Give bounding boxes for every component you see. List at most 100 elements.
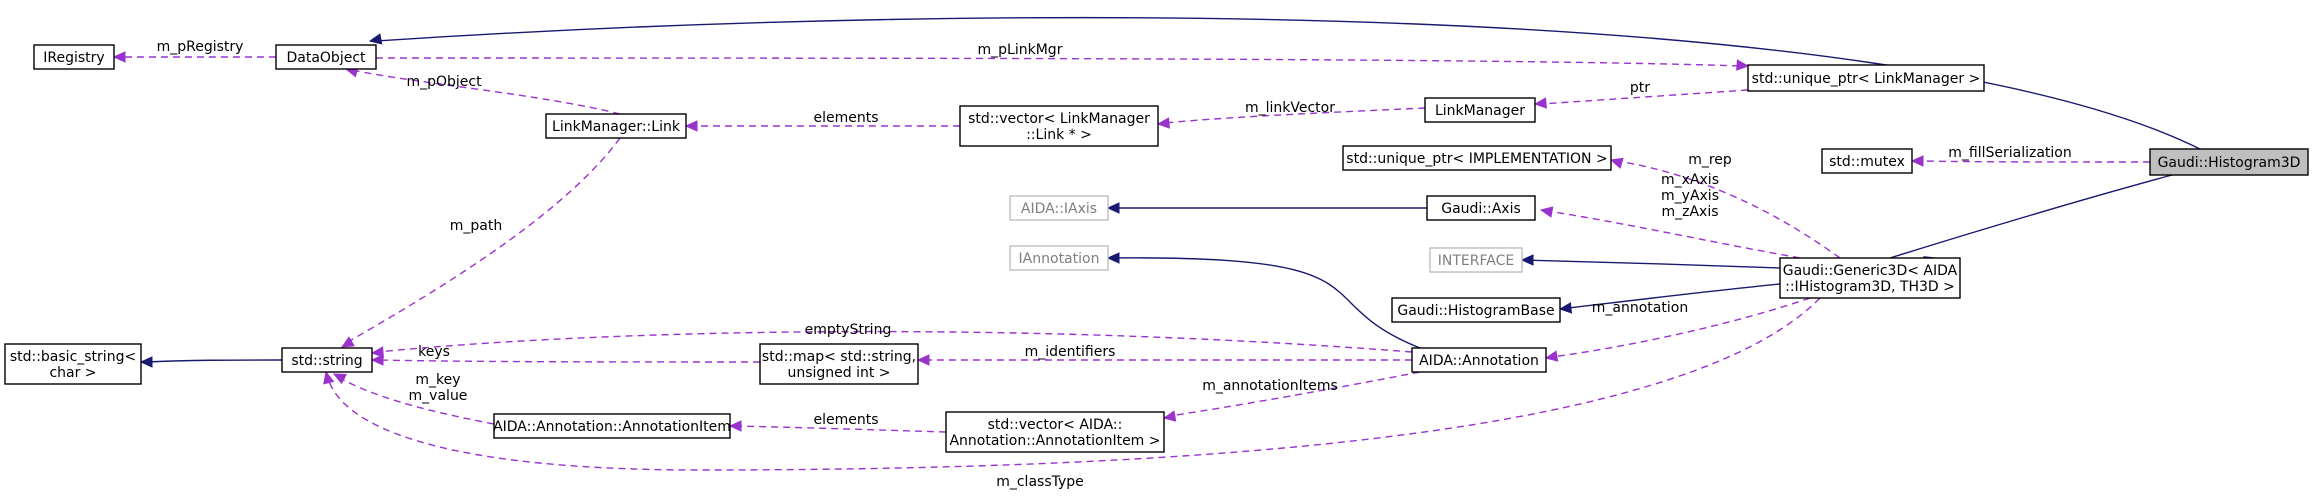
edge-label: elements xyxy=(813,110,878,126)
edge-line xyxy=(1551,297,1811,358)
edge-std-string-to-aida-annotation xyxy=(370,330,1413,358)
node-box[interactable] xyxy=(959,105,1159,147)
arrow-head-icon xyxy=(1156,117,1170,129)
edge-iannotation-to-aida-annotation xyxy=(1106,252,1421,349)
node-label-line: LinkManager xyxy=(1435,103,1525,119)
edge-label-line: m_classType xyxy=(996,474,1084,490)
arrow-head-icon xyxy=(1539,206,1554,218)
node-box[interactable] xyxy=(1779,257,1961,299)
edge-data-object-to-linkmanager-link xyxy=(344,66,621,115)
node-std-map[interactable]: std::map< std::string,unsigned int > xyxy=(759,343,919,385)
node-iannotation[interactable]: IAnnotation xyxy=(1009,245,1109,271)
arrow-head-icon xyxy=(1533,97,1547,109)
node-label: LinkManager::Link xyxy=(552,119,681,135)
node-label-line: unsigned int > xyxy=(787,365,890,381)
node-box[interactable] xyxy=(33,44,115,70)
node-linkmanager-link[interactable]: LinkManager::Link xyxy=(545,113,687,139)
arrow-head-icon xyxy=(1520,254,1534,266)
edge-label: m_classType xyxy=(996,474,1084,490)
node-link-manager[interactable]: LinkManager xyxy=(1424,97,1536,123)
node-std-string[interactable]: std::string xyxy=(281,347,373,373)
node-box[interactable] xyxy=(1426,195,1536,221)
arrow-head-icon xyxy=(728,420,742,432)
node-label-line: INTERFACE xyxy=(1438,253,1514,269)
node-gaudi-generic3d[interactable]: Gaudi::Generic3D< AIDA::IHistogram3D, TH… xyxy=(1779,257,1961,299)
node-data-object[interactable]: DataObject xyxy=(275,44,377,70)
node-histogram-base[interactable]: Gaudi::HistogramBase xyxy=(1391,297,1561,323)
node-label: AIDA::Annotation xyxy=(1419,353,1539,369)
edge-histogram-base-to-gaudi-generic3d xyxy=(1558,283,1781,314)
node-label-line: DataObject xyxy=(286,50,366,66)
node-gaudi-histogram3d[interactable]: Gaudi::Histogram3D xyxy=(2149,148,2309,176)
node-box[interactable] xyxy=(1009,245,1109,271)
edge-label: m_pObject xyxy=(406,74,482,90)
node-iregistry[interactable]: IRegistry xyxy=(33,44,115,70)
node-unique-ptr-impl[interactable]: std::unique_ptr< IMPLEMENTATION > xyxy=(1342,145,1612,171)
node-box[interactable] xyxy=(1821,148,1913,174)
edge-vector-annotation-item-to-aida-annotation xyxy=(1162,371,1421,422)
edge-aida-iaxis-to-gaudi-axis xyxy=(1106,202,1427,214)
edge-label-line: m_linkVector xyxy=(1245,100,1335,116)
node-label-line: Gaudi::Axis xyxy=(1441,201,1521,217)
arrow-head-icon xyxy=(1910,155,1924,167)
edge-label-line: ptr xyxy=(1630,80,1650,96)
node-aida-annotation[interactable]: AIDA::Annotation xyxy=(1411,347,1547,373)
edge-line xyxy=(1889,174,2173,259)
node-box[interactable] xyxy=(545,113,687,139)
arrow-head-icon xyxy=(370,346,384,358)
node-box[interactable] xyxy=(493,413,731,439)
node-interface[interactable]: INTERFACE xyxy=(1429,247,1523,273)
edge-label-line: keys xyxy=(418,344,450,360)
node-box[interactable] xyxy=(4,343,142,385)
node-box[interactable] xyxy=(1747,64,1985,92)
node-box[interactable] xyxy=(1342,145,1612,171)
edge-label: ptr xyxy=(1630,80,1650,96)
node-gaudi-axis[interactable]: Gaudi::Axis xyxy=(1426,195,1536,221)
edge-line xyxy=(1559,283,1781,310)
edge-label: keys xyxy=(418,344,450,360)
node-box[interactable] xyxy=(1411,347,1547,373)
node-box[interactable] xyxy=(275,44,377,70)
node-label-line: Gaudi::HistogramBase xyxy=(1397,303,1554,319)
node-vector-annotation-item[interactable]: std::vector< AIDA::Annotation::Annotatio… xyxy=(945,411,1165,453)
node-box[interactable] xyxy=(1391,297,1561,323)
edge-label-line: m_zAxis xyxy=(1661,204,1718,220)
node-box[interactable] xyxy=(945,411,1165,453)
node-label: std::unique_ptr< LinkManager > xyxy=(1752,71,1981,87)
edge-line xyxy=(1610,159,1841,259)
node-box[interactable] xyxy=(1009,195,1109,221)
edge-vector-link-to-link-manager xyxy=(1156,107,1426,129)
edge-interface-to-gaudi-generic3d xyxy=(1520,254,1781,269)
node-vector-link[interactable]: std::vector< LinkManager::Link * > xyxy=(959,105,1159,147)
edge-label-line: m_key xyxy=(415,372,460,388)
node-label-line: ::Link * > xyxy=(1026,127,1092,143)
edge-line xyxy=(339,377,495,425)
edge-label: m_linkVector xyxy=(1245,100,1335,116)
edge-label: m_identifiers xyxy=(1025,344,1116,360)
node-std-mutex[interactable]: std::mutex xyxy=(1821,148,1913,174)
node-box[interactable] xyxy=(1424,97,1536,123)
node-unique-ptr-linkmanager[interactable]: std::unique_ptr< LinkManager > xyxy=(1747,64,1985,92)
node-box[interactable] xyxy=(1429,247,1523,273)
node-label-line: std::map< std::string, xyxy=(762,349,916,365)
node-box[interactable] xyxy=(759,343,919,385)
node-box[interactable] xyxy=(2149,148,2309,176)
node-basic-string[interactable]: std::basic_string<char > xyxy=(4,343,142,385)
edge-label: elements xyxy=(813,412,878,428)
arrow-head-icon xyxy=(323,370,335,385)
edge-line xyxy=(1107,257,1421,349)
edge-line xyxy=(347,137,621,343)
node-aida-iaxis[interactable]: AIDA::IAxis xyxy=(1009,195,1109,221)
node-annotation-item[interactable]: AIDA::Annotation::AnnotationItem xyxy=(493,413,731,439)
edge-label: m_path xyxy=(450,218,502,234)
edge-label-line: m_fillSerialization xyxy=(1948,145,2071,161)
edge-line xyxy=(377,330,1413,353)
node-label: std::vector< AIDA::Annotation::Annotatio… xyxy=(949,417,1160,449)
edge-gaudi-generic3d-to-gaudi-histogram3d xyxy=(1889,174,2173,268)
edge-label: m_pRegistry xyxy=(157,39,244,55)
node-box[interactable] xyxy=(281,347,373,373)
